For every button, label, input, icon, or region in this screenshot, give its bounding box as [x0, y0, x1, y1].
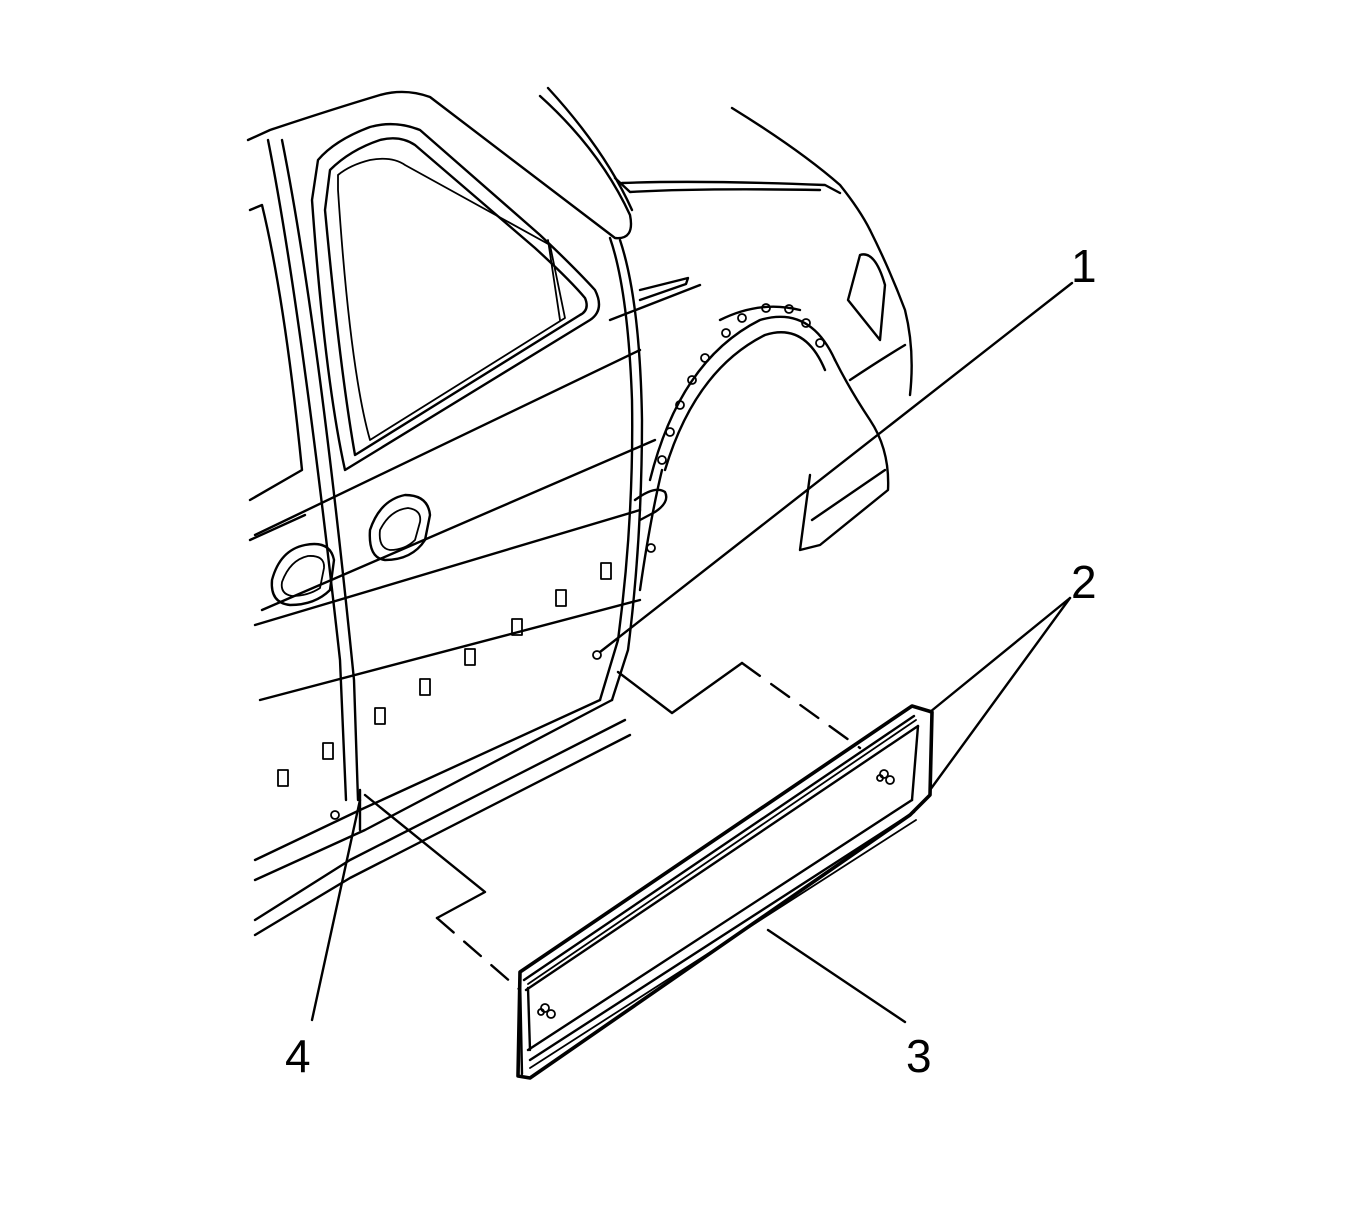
leader-4	[310, 798, 362, 1022]
fender-bolt-holes	[646, 303, 825, 553]
leader-1	[598, 281, 1074, 654]
door-molding	[516, 704, 934, 1080]
leader-lines	[310, 281, 1074, 1024]
vehicle-body	[246, 86, 913, 937]
callout-4: 4	[285, 1030, 311, 1082]
mounting-hole	[592, 650, 602, 660]
molding-clip-right	[876, 769, 895, 785]
leader-2a	[928, 596, 1072, 714]
callout-3: 3	[906, 1030, 932, 1082]
leader-2b	[928, 596, 1072, 792]
molding-clip-left	[537, 1003, 556, 1019]
callout-1: 1	[1071, 240, 1097, 292]
door-clip-slots	[277, 562, 612, 787]
callout-labels: 1 2 3 4	[285, 240, 1097, 1082]
alignment-lines	[363, 661, 862, 992]
callout-2: 2	[1071, 556, 1097, 608]
leader-3	[766, 928, 907, 1024]
